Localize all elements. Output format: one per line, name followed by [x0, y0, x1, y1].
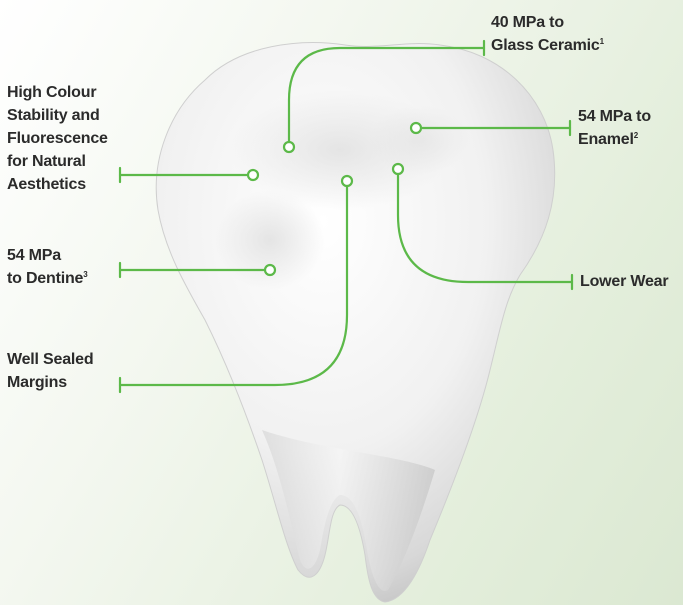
enamel-line1: 54 MPa to [578, 105, 651, 128]
dentine-line2: to Dentine3 [7, 267, 87, 290]
sealed-margins-line1: Well Sealed [7, 348, 93, 371]
lower-wear-label: Lower Wear [580, 270, 668, 293]
glass-ceramic-line2: Glass Ceramic1 [491, 34, 604, 57]
colour-stability-line3: Fluorescence [7, 127, 108, 150]
sealed-margins-label: Well Sealed Margins [7, 348, 93, 394]
colour-stability-line2: Stability and [7, 104, 108, 127]
colour-stability-line5: Aesthetics [7, 173, 108, 196]
colour-stability-line4: for Natural [7, 150, 108, 173]
sealed-margins-dot [342, 176, 352, 186]
enamel-label: 54 MPa to Enamel2 [578, 105, 651, 151]
dentine-dot [265, 265, 275, 275]
glass-ceramic-dot [284, 142, 294, 152]
colour-stability-dot [248, 170, 258, 180]
sealed-margins-line2: Margins [7, 371, 93, 394]
lower-wear-dot [393, 164, 403, 174]
glass-ceramic-line1: 40 MPa to [491, 11, 604, 34]
dentine-label: 54 MPa to Dentine3 [7, 244, 87, 290]
cusp-shade [370, 105, 470, 175]
colour-stability-line1: High Colour [7, 81, 108, 104]
lower-wear-line1: Lower Wear [580, 270, 668, 293]
glass-ceramic-label: 40 MPa to Glass Ceramic1 [491, 11, 604, 57]
enamel-line2: Enamel2 [578, 128, 651, 151]
enamel-dot [411, 123, 421, 133]
dentine-line1: 54 MPa [7, 244, 87, 267]
colour-stability-label: High Colour Stability and Fluorescence f… [7, 81, 108, 196]
